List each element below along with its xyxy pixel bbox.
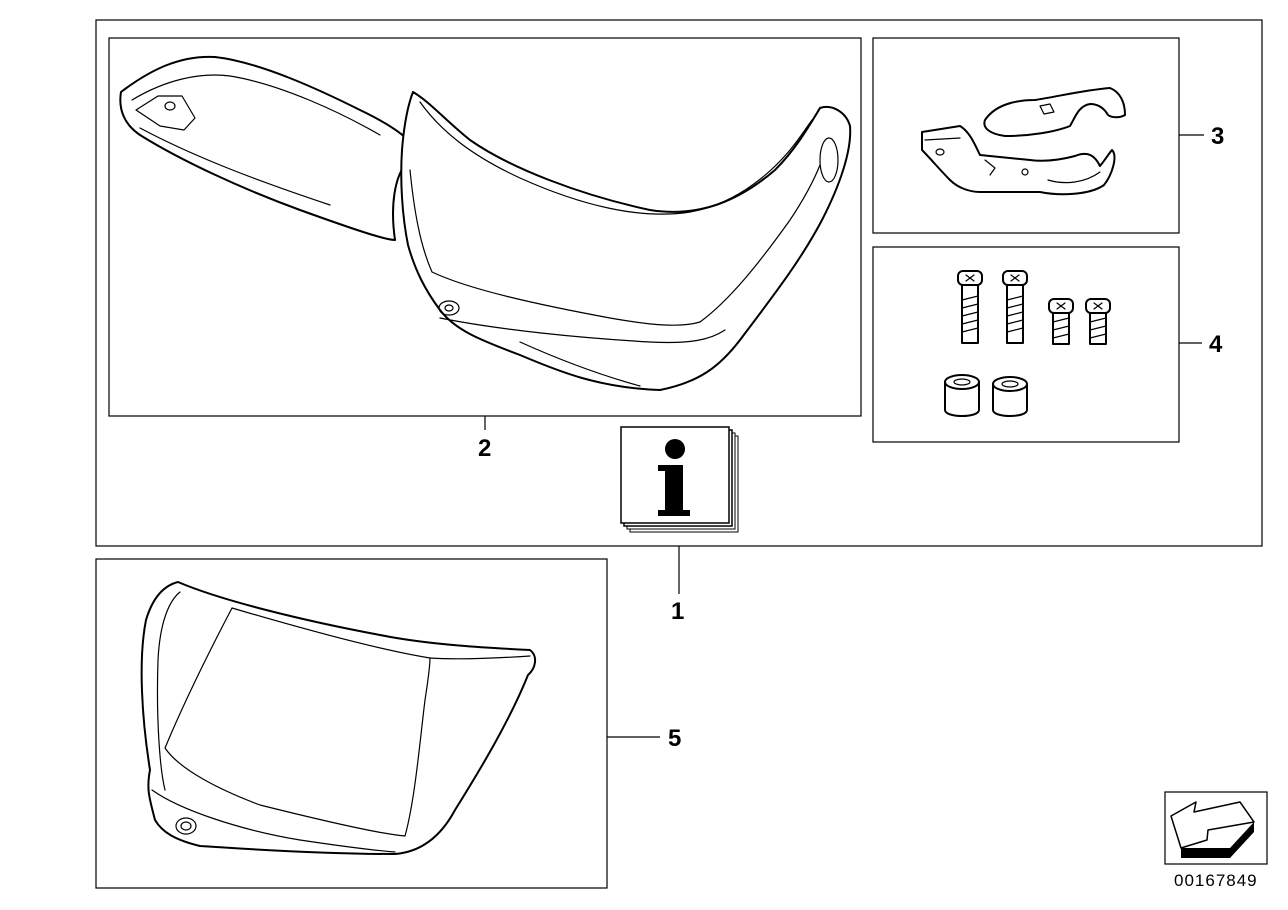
callout-5: 5 — [668, 725, 681, 752]
callout-3: 3 — [1211, 123, 1224, 150]
part-4-frame — [872, 246, 1180, 443]
diagram-id: 00167849 — [1174, 871, 1258, 890]
callout-1: 1 — [671, 598, 684, 625]
info-icon[interactable]: i — [0, 0, 739, 533]
callout-4: 4 — [1209, 331, 1223, 358]
hand-guard-part[interactable] — [119, 55, 852, 391]
screw-set-part[interactable] — [944, 270, 1111, 417]
callout-2: 2 — [478, 435, 491, 462]
arrow-left-icon — [1164, 791, 1268, 865]
clamp-bracket-part[interactable] — [921, 87, 1126, 196]
shield-part[interactable] — [140, 581, 536, 855]
part-5-frame — [95, 558, 608, 889]
